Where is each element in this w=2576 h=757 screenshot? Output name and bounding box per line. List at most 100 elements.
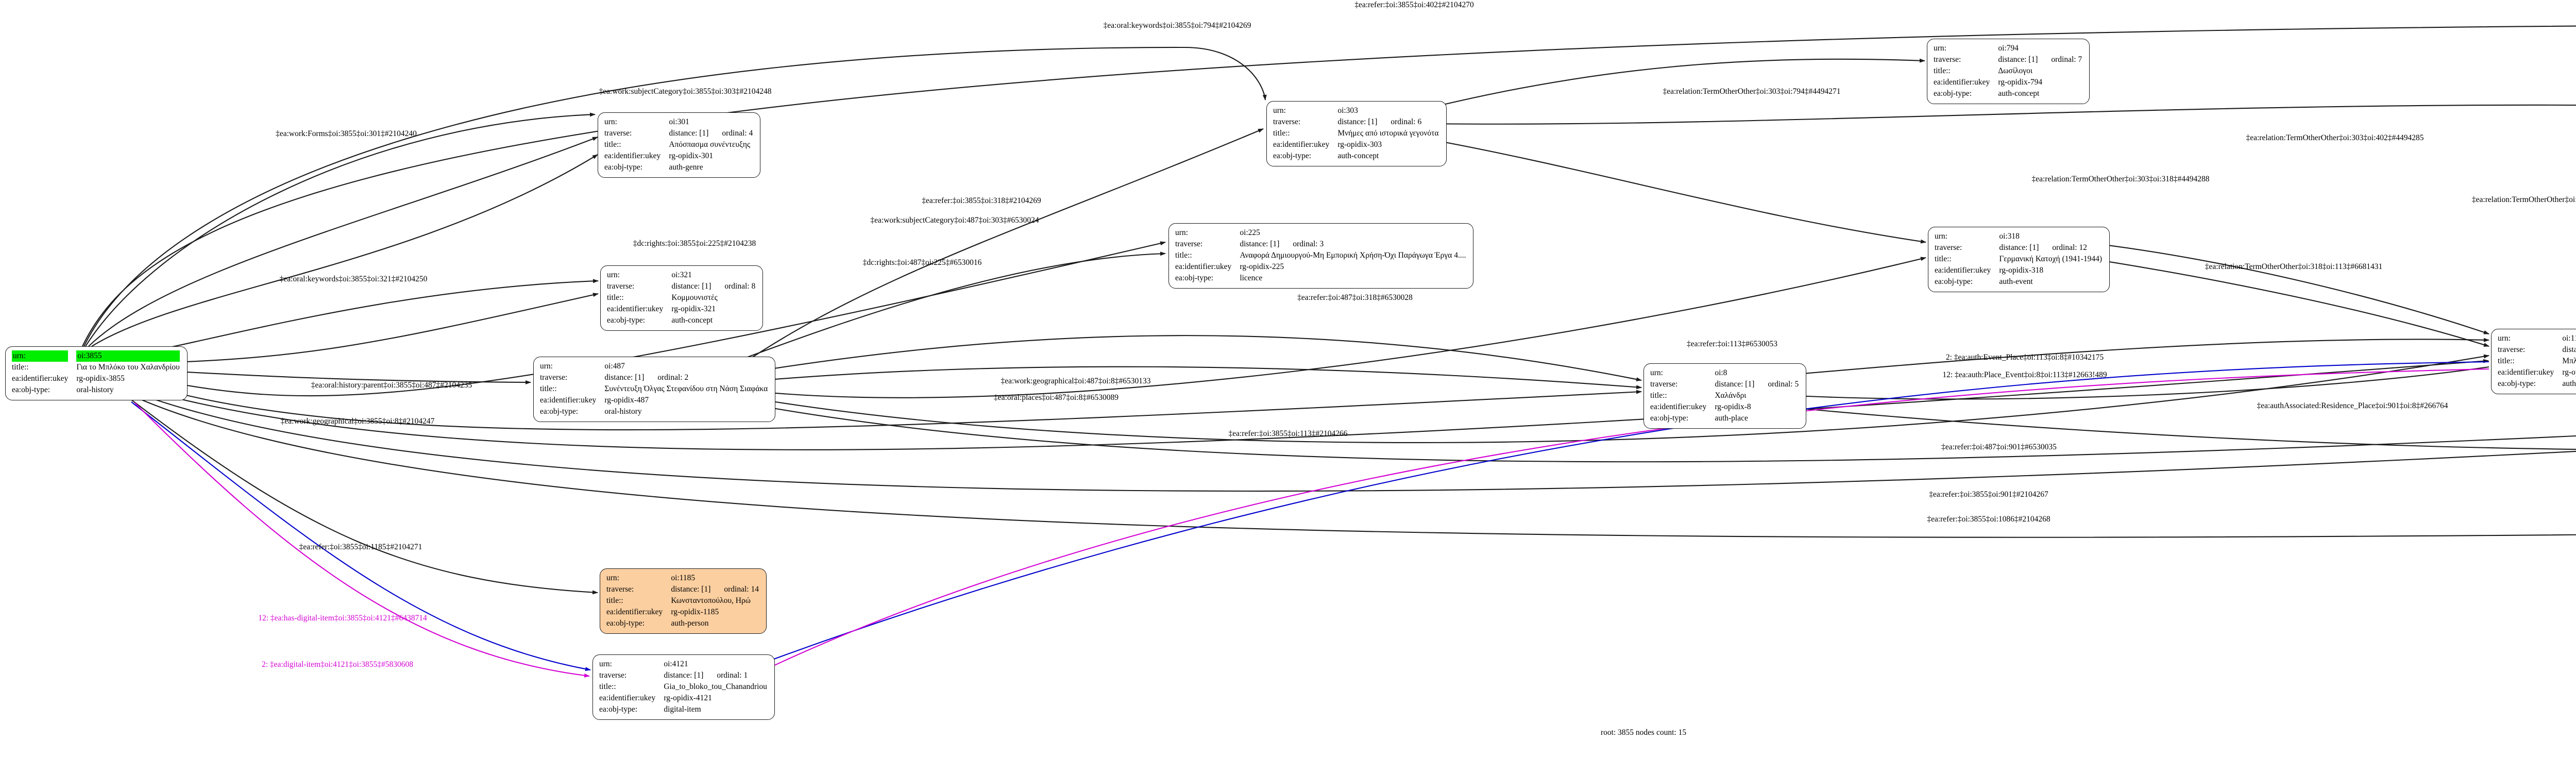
edge-label: ‡ea:refer:‡oi:3855‡oi:1185‡#2104271 [299,543,422,551]
node-urn-value: oi:3855 [76,350,180,362]
field-label-ukey: ea:identifier:ukey [1273,140,1330,149]
node-row-urn: urn:oi:1185 [606,573,761,584]
node-title-value: Αναφορά Δημιουργού-Μη Εμπορική Χρήση-Όχι… [1240,251,1466,260]
node-traverse-value: distance: [1]ordinal: 8 [671,282,756,291]
node-title-value: Gia_to_bloko_tou_Chanandriou [664,682,767,691]
node-row-title: title::Αναφορά Δημιουργού-Μη Εμπορική Χρ… [1175,250,1468,261]
field-label-traverse: traverse: [1273,117,1301,126]
node-title-value: Κομμουνιστές [671,293,718,302]
field-label-ukey: ea:identifier:ukey [2498,368,2554,377]
node-row-traverse: traverse:distance: [1]ordinal: 1 [599,670,769,681]
node-row-objtype: ea:obj-type:auth-concept [1934,88,2084,99]
node-title-value: Απόσπασμα συνέντευξης [669,140,751,149]
node-urn-value: oi:301 [669,117,689,126]
node-title-value: Μπλόκο Χαλανδρίου [2562,357,2576,365]
edge-label: ‡ea:refer:‡oi:3855‡oi:1086‡#2104268 [1927,515,2050,524]
node-row-objtype: ea:obj-type:auth-event [1935,276,2104,288]
node-urn-value: oi:225 [1240,228,1260,237]
field-label-urn: urn: [2498,334,2511,343]
node-traverse-value: distance: [1]ordinal: 2 [604,373,689,382]
edge-label: ‡ea:work:Forms‡oi:3855‡oi:301‡#2104240 [276,129,417,138]
edge-label: ‡ea:relation:TermOtherOther‡oi:303‡oi:79… [1663,87,1841,96]
node-ukey-value: rg-opidix-794 [1998,78,2043,87]
node-urn-value: oi:487 [604,362,625,371]
field-label-ukey: ea:identifier:ukey [1934,78,1990,87]
node-row-objtype: ea:obj-type:licence [1175,273,1468,284]
node-urn-value: oi:113 [2562,334,2576,343]
field-label-traverse: traverse: [540,373,568,382]
node-row-urn: urn:oi:301 [604,116,755,128]
node-row-objtype: ea:obj-type:auth-genre [604,162,755,173]
node-row-traverse: traverse:distance: [1]ordinal: 7 [1934,54,2084,65]
node-ukey-value: rg-opidix-301 [669,152,714,160]
node-row-title: title::Gia_to_bloko_tou_Chanandriou [599,681,769,693]
node-traverse-value: distance: [1]ordinal: 9 [2562,345,2576,354]
field-label-urn: urn: [12,350,69,362]
field-label-urn: urn: [607,271,620,279]
field-label-objtype: ea:obj-type: [1934,89,1972,98]
graph-node-oi-113[interactable]: urn: oi:113 traverse: distance: [1]ordinal:… [2491,329,2576,394]
field-label-traverse: traverse: [1935,243,1962,252]
node-title-value: Κωνσταντοπούλου, Ηρώ [671,596,751,605]
edge-label: 12: ‡ea:has-digital-item‡oi:3855‡oi:4121… [258,614,427,623]
node-row-title: title::Μπλόκο Χαλανδρίου [2498,356,2576,367]
edge-label: 2: ‡ea:auth:Event_Place‡oi:113‡oi:8‡#103… [1945,353,2104,362]
node-row-urn: urn:oi:794 [1934,43,2084,54]
node-ukey-value: rg-opidix-303 [1337,140,1382,149]
field-label-ukey: ea:identifier:ukey [1935,266,1991,275]
edge-label: ‡dc:rights:‡oi:3855‡oi:225‡#2104238 [633,239,756,248]
node-ukey-value: rg-opidix-487 [604,396,649,405]
node-row-traverse: traverse:distance: [1]ordinal: 3 [1175,239,1468,250]
field-label-objtype: ea:obj-type: [606,619,645,628]
edge-label: ‡ea:work:geographical‡oi:487‡oi:8‡#65301… [1001,377,1151,385]
node-row-urn: urn:oi:4121 [599,659,769,670]
node-title-value: Χαλάνδρι [1715,391,1747,400]
node-traverse-value: distance: [1]ordinal: 5 [1715,380,1799,389]
field-label-urn: urn: [606,574,619,582]
node-row-title: title::Γερμανική Κατοχή (1941-1944) [1935,254,2104,265]
field-label-traverse: traverse: [2498,345,2526,354]
node-ukey-value: rg-opidix-318 [1999,266,2044,275]
edge-label: ‡ea:authAssociated:Residence_Place‡oi:90… [2257,401,2448,410]
node-ukey-value: rg-opidix-113 [2562,368,2576,377]
node-traverse-value: distance: [1]ordinal: 4 [669,129,753,138]
node-row-traverse: traverse:distance: [1]ordinal: 4 [604,128,755,139]
node-row-objtype: ea:obj-type:auth-person [606,618,761,629]
field-label-objtype: ea:obj-type: [12,385,50,394]
edge-label: ‡dc:rights:‡oi:487‡oi:225‡#6530016 [862,258,982,267]
edge-label: ‡ea:work:geographical‡oi:3855‡oi:8‡#2104… [280,417,435,426]
field-label-objtype: ea:obj-type: [1175,274,1214,282]
edge-label: ‡ea:work:subjectCategory‡oi:487‡oi:303‡#… [870,216,1039,225]
field-label-objtype: ea:obj-type: [1650,414,1689,423]
node-objtype-value: oral-history [604,407,642,416]
node-urn-value: oi:303 [1337,106,1358,115]
node-row-title: title::Κωνσταντοπούλου, Ηρώ [606,595,761,607]
field-label-title: title:: [604,140,621,149]
node-traverse-value: distance: [1]ordinal: 14 [671,585,759,594]
field-label-title: title:: [607,293,624,302]
field-label-title: title:: [540,384,557,393]
node-row-urn: urn: oi:3855 [12,350,182,362]
field-label-objtype: ea:obj-type: [540,407,579,416]
field-label-ukey: ea:identifier:ukey [599,694,656,702]
field-label-ukey: ea:identifier:ukey [1175,262,1232,271]
edge-label: ‡ea:refer:‡oi:113‡#6530053 [1687,340,1777,348]
field-label-title: title:: [1935,255,1952,263]
